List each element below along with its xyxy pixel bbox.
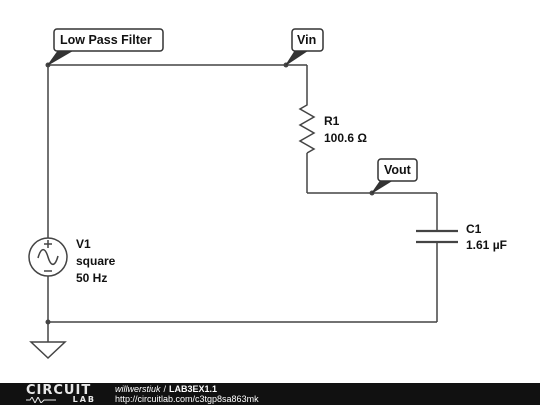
- r1-name: R1: [324, 114, 340, 128]
- v1-name: V1: [76, 237, 91, 251]
- net-label-low-pass-filter[interactable]: Low Pass Filter: [47, 28, 164, 66]
- net-label-vout[interactable]: Vout: [371, 158, 418, 194]
- capacitor-c1-icon: [416, 229, 458, 244]
- v1-frequency: 50 Hz: [76, 271, 107, 285]
- wires: [47, 64, 438, 342]
- resistor-r1-icon: [298, 100, 316, 154]
- c1-value: 1.61 µF: [466, 238, 507, 252]
- footer-bar: CIRCUIT LAB willwerstiuk/LAB3EX1.1 http:…: [0, 383, 540, 405]
- circuitlab-logo[interactable]: CIRCUIT LAB: [26, 383, 96, 404]
- footer-project-link[interactable]: LAB3EX1.1: [169, 384, 218, 394]
- logo-bottom-text: LAB: [72, 395, 96, 404]
- r1-value: 100.6 Ω: [324, 131, 367, 145]
- net-label-vin[interactable]: Vin: [285, 28, 324, 66]
- circuit-schematic: Low Pass Filter Vin Vout R1 100.6 Ω C1 1…: [28, 28, 507, 360]
- footer-project-line: willwerstiuk/LAB3EX1.1: [115, 384, 217, 394]
- net-label-vin-text: Vin: [297, 33, 316, 47]
- footer-separator: /: [163, 384, 167, 394]
- logo-top-text: CIRCUIT: [26, 383, 92, 398]
- logo-wave-icon: [26, 397, 56, 403]
- v1-type: square: [76, 254, 116, 268]
- net-label-low-pass-filter-text: Low Pass Filter: [60, 33, 152, 47]
- net-label-vout-text: Vout: [384, 163, 412, 177]
- junction-dot-ground: [45, 319, 51, 325]
- footer-url[interactable]: http://circuitlab.com/c3tgp8sa863mk: [115, 394, 259, 404]
- footer-author-link[interactable]: willwerstiuk: [115, 384, 161, 394]
- voltage-source-v1-icon: [28, 237, 68, 277]
- ground-icon: [29, 341, 67, 360]
- c1-name: C1: [466, 222, 482, 236]
